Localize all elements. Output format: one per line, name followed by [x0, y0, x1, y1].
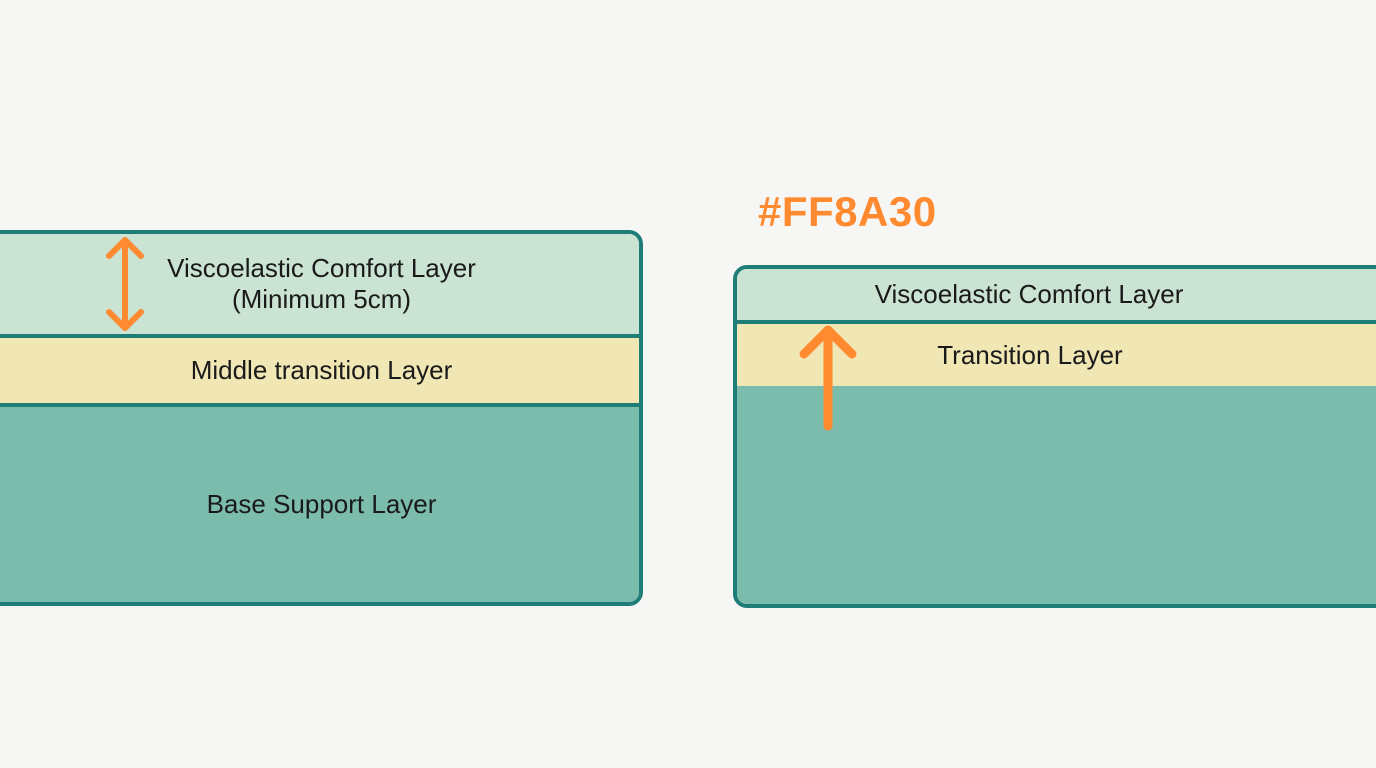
left-base-layer: Base Support Layer [0, 407, 639, 602]
up-arrow-icon [799, 325, 857, 431]
color-code-label: #FF8A30 [758, 188, 937, 235]
double-vertical-arrow-icon [106, 237, 144, 331]
right-transition-layer: Transition Layer [737, 324, 1376, 386]
left-transition-layer: Middle transition Layer [0, 338, 639, 403]
right-comfort-layer-label: Viscoelastic Comfort Layer [874, 279, 1184, 309]
right-transition-layer-label: Transition Layer [937, 339, 1123, 370]
layer-divider [737, 320, 1376, 324]
right-mattress-diagram: Viscoelastic Comfort Layer Transition La… [733, 265, 1376, 608]
left-comfort-layer-label: Viscoelastic Comfort Layer [167, 253, 476, 283]
right-base-layer [737, 386, 1376, 604]
left-comfort-layer-sublabel: (Minimum 5cm) [231, 284, 412, 314]
layer-divider [0, 403, 639, 407]
left-mattress-diagram: Viscoelastic Comfort Layer (Minimum 5cm)… [0, 230, 643, 606]
right-comfort-layer: Viscoelastic Comfort Layer [737, 269, 1376, 320]
left-base-layer-label: Base Support Layer [206, 489, 437, 519]
left-comfort-layer: Viscoelastic Comfort Layer (Minimum 5cm) [0, 234, 639, 334]
layer-divider [0, 334, 639, 338]
left-transition-layer-label: Middle transition Layer [190, 355, 453, 385]
